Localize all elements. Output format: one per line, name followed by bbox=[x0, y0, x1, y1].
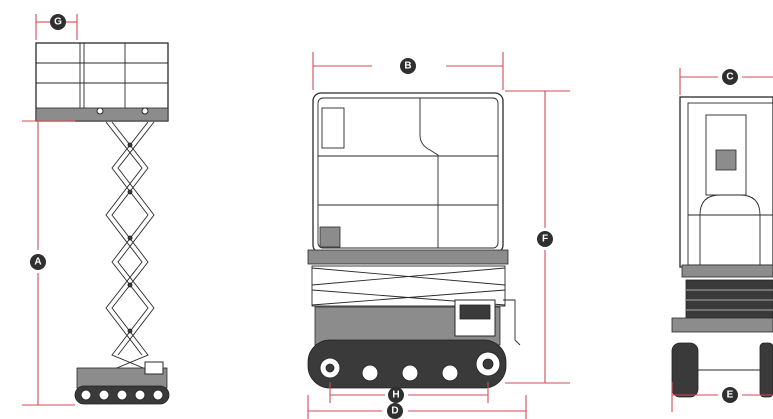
front-view-drawing bbox=[307, 92, 521, 389]
dimension-label-c: C bbox=[726, 72, 733, 83]
dimension-label-d: D bbox=[391, 406, 398, 417]
rear-view-drawing bbox=[671, 96, 773, 398]
dimension-label-f: F bbox=[542, 234, 548, 245]
dimension-badge-a: A bbox=[30, 254, 46, 270]
dimension-badge-d: D bbox=[387, 403, 403, 419]
dimension-badge-b: B bbox=[400, 58, 416, 74]
dimension-label-h: H bbox=[392, 390, 399, 401]
dimension-label-g: G bbox=[54, 17, 62, 28]
dimension-label-a: A bbox=[34, 257, 41, 268]
dimension-label-b: B bbox=[404, 61, 411, 72]
dimension-badge-c: C bbox=[722, 69, 738, 85]
side-view-drawing bbox=[35, 42, 170, 405]
dimension-badge-h: H bbox=[388, 387, 404, 403]
dimension-badge-f: F bbox=[537, 231, 553, 247]
dimension-lines bbox=[22, 14, 773, 419]
dimension-badge-g: G bbox=[50, 14, 66, 30]
dimension-label-e: E bbox=[727, 390, 734, 401]
dimension-badge-e: E bbox=[722, 387, 738, 403]
